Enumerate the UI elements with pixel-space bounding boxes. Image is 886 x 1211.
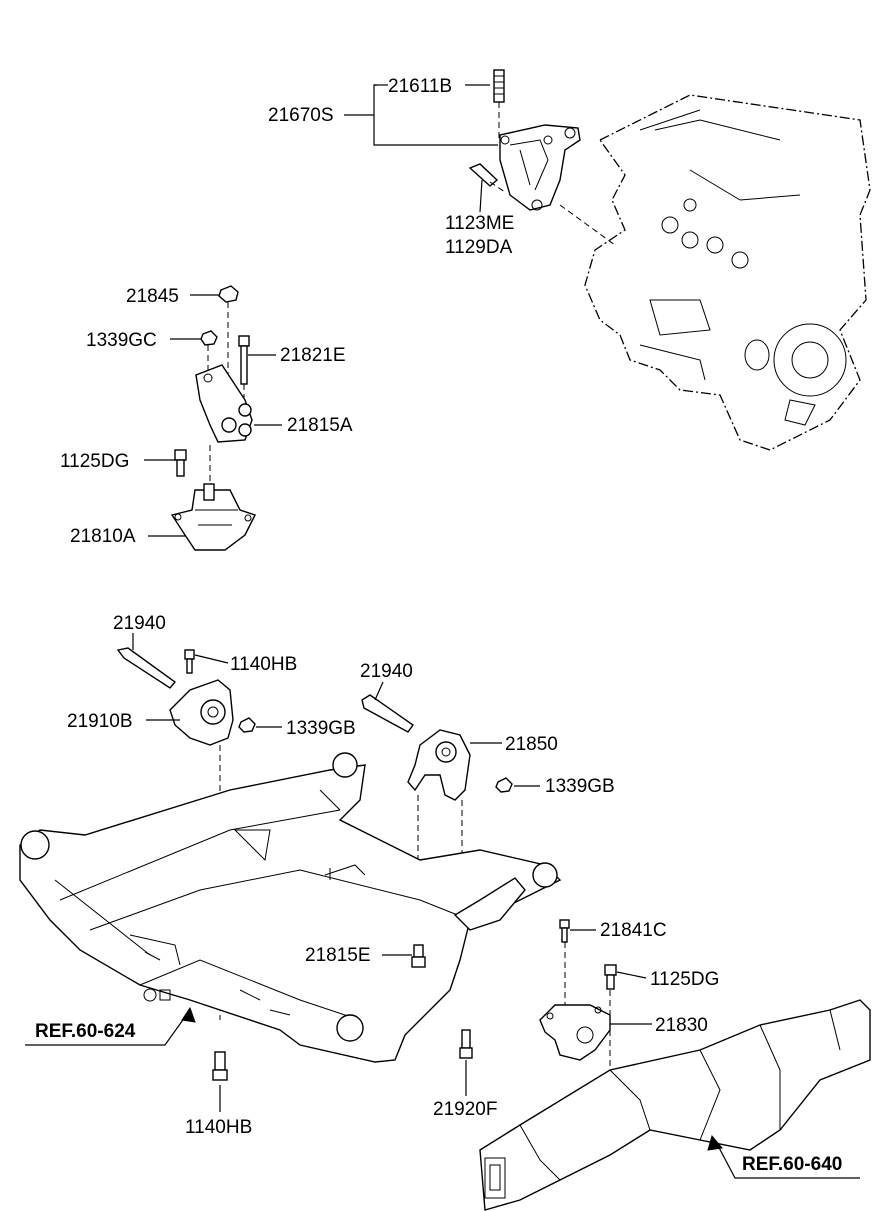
label-21910B: 21910B — [67, 711, 133, 732]
label-1339GB-left: 1339GB — [286, 718, 356, 739]
label-1125DG-upper: 1125DG — [60, 451, 130, 472]
mount-21910B — [116, 647, 256, 1020]
leader-lines — [25, 84, 860, 1179]
label-1339GB-right: 1339GB — [545, 776, 615, 797]
label-21940-right: 21940 — [360, 661, 413, 682]
label-1339GC: 1339GC — [86, 330, 157, 351]
label-21845: 21845 — [126, 286, 179, 307]
engine-bracket-21670S — [468, 69, 616, 246]
label-ref-60-640: REF.60-640 — [742, 1154, 843, 1175]
label-1140HB-upper: 1140HB — [230, 654, 298, 675]
label-21830: 21830 — [655, 1015, 708, 1036]
label-21940-left: 21940 — [113, 613, 166, 634]
label-21841C: 21841C — [600, 920, 667, 941]
mount-assembly-upper-left — [170, 285, 256, 551]
label-21611B: 21611B — [388, 76, 453, 97]
subframe — [19, 752, 562, 1081]
label-21810A: 21810A — [70, 526, 136, 547]
label-1123ME: 1123ME — [445, 213, 515, 234]
label-21815A: 21815A — [287, 415, 353, 436]
engine-block — [584, 94, 871, 451]
label-21850: 21850 — [505, 734, 558, 755]
label-1125DG-lower: 1125DG — [650, 969, 720, 990]
label-1129DA: 1129DA — [445, 237, 513, 258]
label-21815E: 21815E — [305, 945, 371, 966]
mount-21850 — [361, 694, 513, 890]
label-21920F: 21920F — [433, 1099, 498, 1120]
label-1140HB-lower: 1140HB — [185, 1117, 253, 1138]
mount-21830-and-side-rail — [479, 919, 871, 1211]
label-ref-60-624: REF.60-624 — [35, 1021, 136, 1042]
label-21670S: 21670S — [268, 105, 334, 126]
label-21821E: 21821E — [280, 345, 346, 366]
